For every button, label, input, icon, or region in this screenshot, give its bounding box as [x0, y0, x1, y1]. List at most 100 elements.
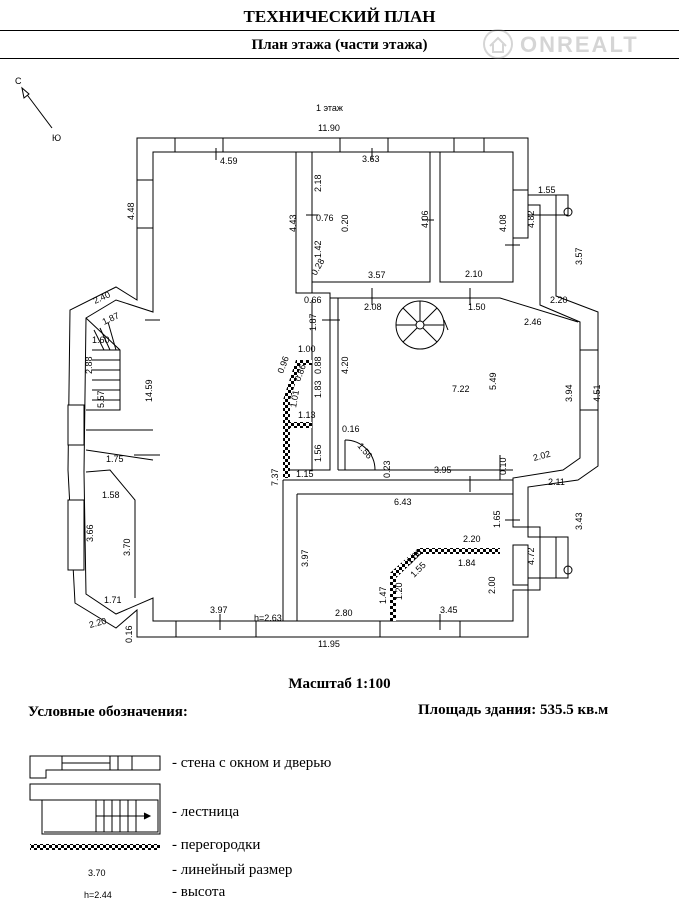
dim-3-97-bottom: 3.97 [210, 605, 228, 615]
dim-0-76: 0.76 [316, 213, 334, 223]
dim-1-87-mid: 1.87 [308, 313, 318, 331]
balconies [528, 194, 573, 579]
windows [67, 137, 599, 638]
dim-1-56-a: 1.56 [313, 444, 323, 462]
dim-1-60: 1.60 [92, 335, 110, 345]
dim-2-11: 2.11 [548, 477, 565, 487]
dim-0-66: 0.66 [304, 295, 322, 305]
document-title: ТЕХНИЧЕСКИЙ ПЛАН [0, 0, 679, 31]
dimension-ticks [134, 148, 520, 630]
dim-1-15: 1.15 [296, 469, 314, 479]
dim-4-08: 4.08 [498, 214, 508, 232]
dim-2-20-bottom: 2.20 [88, 616, 108, 630]
dim-3-95: 3.95 [434, 465, 452, 475]
dim-room-left-top: 4.59 [220, 156, 238, 166]
dim-7-37: 7.37 [270, 468, 280, 486]
height-label: h=2.63 [254, 613, 282, 623]
dim-bottom-overall: 11.95 [318, 639, 340, 649]
floor-label: 1 этаж [316, 103, 343, 113]
dim-4-48: 4.48 [126, 202, 136, 220]
dim-2-00: 2.00 [487, 576, 497, 594]
legend-linear-text: - линейный размер [172, 862, 293, 878]
legend-partition-text: - перегородки [172, 837, 261, 853]
scale-label: Масштаб 1:100 [288, 676, 391, 692]
legend-title: Условные обозначения: [28, 704, 188, 720]
dim-14-59: 14.59 [144, 379, 154, 402]
dim-2-20-right: 2.20 [550, 295, 568, 305]
dim-1-50: 1.50 [468, 302, 486, 312]
spiral-staircase-icon [395, 300, 449, 350]
dim-1-84: 1.84 [458, 558, 476, 568]
dim-0-16-bottom: 0.16 [124, 625, 134, 643]
dim-2-46: 2.46 [524, 317, 542, 327]
dim-0-23: 0.23 [382, 460, 392, 478]
left-stair-bay [85, 317, 154, 598]
door-swing-icon [344, 439, 376, 471]
dim-top-overall: 11.90 [318, 123, 340, 133]
dim-1-58: 1.58 [102, 490, 120, 500]
dim-3-57-right: 3.57 [574, 247, 584, 265]
legend-height-sample: h=2.44 [84, 890, 112, 900]
legend-wall-text: - стена с окном и дверью [172, 755, 332, 771]
dim-2-02: 2.02 [532, 449, 552, 463]
dim-1-75: 1.75 [106, 454, 124, 464]
dim-3-66: 3.66 [85, 524, 95, 542]
dim-6-43: 6.43 [394, 497, 412, 507]
dim-1-01: 1.01 [288, 389, 301, 408]
dim-5-49: 5.49 [488, 372, 498, 390]
document-subtitle: План этажа (части этажа) [0, 31, 679, 59]
floor-plan: С Ю 1 этаж [15, 76, 602, 649]
dim-1-20: 1.20 [394, 582, 404, 600]
dim-2-08: 2.08 [364, 302, 382, 312]
dim-0-96: 0.96 [275, 355, 290, 375]
dim-3-70: 3.70 [122, 538, 132, 556]
dim-3-94: 3.94 [564, 384, 574, 402]
legend-stairs-text: - лестница [172, 804, 240, 820]
dim-5-57: 5.57 [96, 390, 106, 408]
dim-4-20: 4.20 [340, 356, 350, 374]
dim-2-20-stair: 2.20 [463, 534, 481, 544]
building-area: Площадь здания: 535.5 кв.м [418, 702, 609, 718]
legend-wall-symbol [29, 755, 161, 779]
legend-partition-symbol [30, 844, 160, 850]
legend-height-text: - высота [172, 884, 226, 900]
dim-0-10: 0.10 [498, 457, 508, 475]
dim-1-65: 1.65 [492, 510, 502, 528]
dim-3-97-right: 3.97 [300, 549, 310, 567]
compass-north-label: С [15, 76, 22, 86]
legend-linear-sample: 3.70 [88, 868, 106, 878]
partitions [283, 360, 500, 621]
dim-1-47: 1.47 [378, 586, 388, 604]
dim-4-82: 4.82 [526, 210, 536, 228]
dim-1-42: 1.42 [313, 240, 323, 258]
dim-0-88: 0.88 [313, 356, 323, 374]
house-icon [483, 29, 513, 59]
dim-4-06: 4.06 [420, 210, 430, 228]
dim-2-18: 2.18 [313, 174, 323, 192]
dim-0-20: 0.20 [340, 214, 350, 232]
legend-stairs-symbol [29, 783, 161, 835]
watermark-text: ONREALT [520, 32, 639, 57]
watermark-logo: ONREALT [483, 29, 639, 59]
dim-3-43: 3.43 [574, 512, 584, 530]
dim-3-45: 3.45 [440, 605, 458, 615]
dim-1-71: 1.71 [104, 595, 122, 605]
dim-1-56-b: 1.56 [355, 441, 374, 461]
dim-1-55: 1.55 [538, 185, 556, 195]
dim-1-13: 1.13 [298, 410, 316, 420]
dim-4-43: 4.43 [288, 214, 298, 232]
dim-1-83: 1.83 [313, 380, 323, 398]
dim-2-10: 2.10 [465, 269, 483, 279]
dim-1-00: 1.00 [298, 344, 316, 354]
compass-south-label: Ю [52, 133, 61, 143]
dim-2-88: 2.88 [84, 356, 94, 374]
dim-4-51: 4.51 [592, 384, 602, 402]
dim-7-22: 7.22 [452, 384, 470, 394]
compass-arrow-icon [21, 86, 53, 129]
dim-4-72: 4.72 [526, 547, 536, 565]
interior-walls [282, 152, 579, 621]
dim-1-87-left: 1.87 [101, 310, 121, 326]
dim-2-40: 2.40 [92, 289, 112, 305]
dim-room-mid-top: 3.63 [362, 154, 380, 164]
dim-2-80: 2.80 [335, 608, 353, 618]
